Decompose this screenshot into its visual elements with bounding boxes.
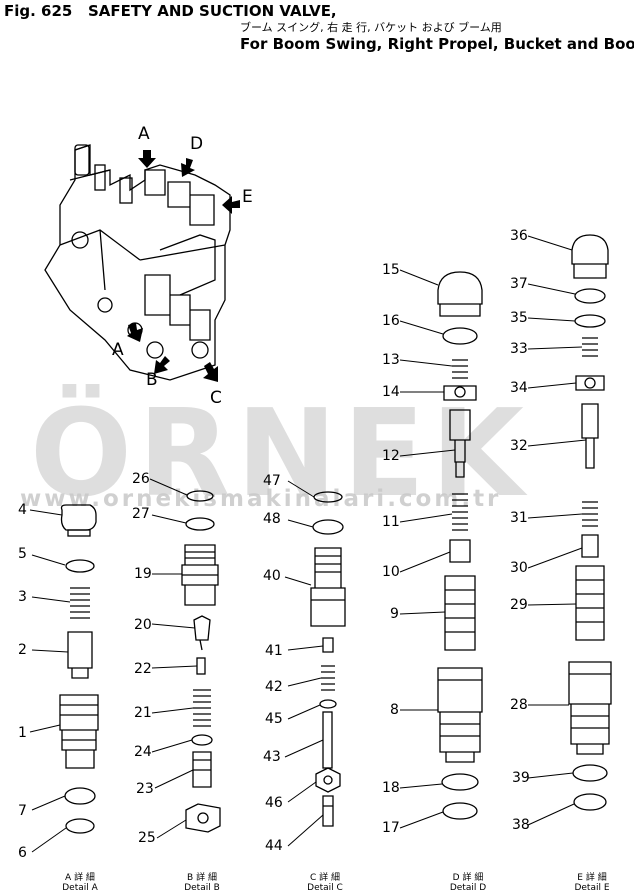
figure-number: Fig. 625 (4, 2, 73, 20)
part-number-5: 5 (18, 546, 27, 562)
english-subtitle: For Boom Swing, Right Propel, Bucket and… (240, 35, 634, 53)
part-number-17: 17 (382, 820, 400, 836)
part-number-12: 12 (382, 448, 400, 464)
part-number-36: 36 (510, 228, 528, 244)
part-number-31: 31 (510, 510, 528, 526)
part-number-16: 16 (382, 313, 400, 329)
part-number-15: 15 (382, 262, 400, 278)
part-number-47: 47 (263, 473, 281, 489)
part-number-30: 30 (510, 560, 528, 576)
watermark-logo: ÖRNEK (30, 385, 530, 524)
part-number-6: 6 (18, 845, 27, 861)
detail-e-caption: E 詳 細 Detail E (562, 873, 622, 893)
detail-b-caption: B 詳 細 Detail B (172, 873, 232, 893)
part-number-29: 29 (510, 597, 528, 613)
part-number-24: 24 (134, 744, 152, 760)
part-number-46: 46 (265, 795, 283, 811)
part-number-14: 14 (382, 384, 400, 400)
part-number-7: 7 (18, 803, 27, 819)
part-number-42: 42 (265, 679, 283, 695)
part-number-9: 9 (390, 606, 399, 622)
part-number-48: 48 (263, 511, 281, 527)
part-number-27: 27 (132, 506, 150, 522)
part-number-45: 45 (265, 711, 283, 727)
assembly-arrows (127, 150, 240, 382)
part-number-32: 32 (510, 438, 528, 454)
part-number-13: 13 (382, 352, 400, 368)
part-number-44: 44 (265, 838, 283, 854)
part-number-19: 19 (134, 566, 152, 582)
part-number-18: 18 (382, 780, 400, 796)
callout-letter-b: B (146, 370, 158, 390)
detail-d-jp: D 詳 細 (452, 873, 484, 883)
callout-letter-c: C (210, 388, 222, 408)
part-number-10: 10 (382, 564, 400, 580)
part-number-2: 2 (18, 642, 27, 658)
detail-b-jp: B 詳 細 (187, 873, 217, 883)
part-number-38: 38 (512, 817, 530, 833)
detail-c-caption: C 詳 細 Detail C (295, 873, 355, 893)
part-number-20: 20 (134, 617, 152, 633)
part-number-39: 39 (512, 770, 530, 786)
part-number-37: 37 (510, 276, 528, 292)
part-number-26: 26 (132, 471, 150, 487)
part-number-34: 34 (510, 380, 528, 396)
detail-a-en: Detail A (62, 883, 98, 893)
leader-lines (29, 235, 587, 853)
part-number-25: 25 (138, 830, 156, 846)
watermark-url: www.ornekismakinalari.com.tr (20, 486, 502, 512)
detail-d-caption: D 詳 細 Detail D (438, 873, 498, 893)
detail-e-en: Detail E (574, 883, 610, 893)
detail-c-en: Detail C (307, 883, 343, 893)
part-number-35: 35 (510, 310, 528, 326)
part-number-4: 4 (18, 502, 27, 518)
callout-letter-a-top: A (138, 124, 150, 144)
callout-letter-e: E (242, 187, 253, 207)
column-e-parts (568, 234, 612, 811)
detail-d-en: Detail D (449, 883, 487, 893)
part-number-8: 8 (390, 702, 399, 718)
part-number-43: 43 (263, 749, 281, 765)
japanese-subtitle: ブーム スイング, 右 走 行, バケット および ブーム用 (240, 21, 502, 34)
part-number-22: 22 (134, 661, 152, 677)
detail-e-jp: E 詳 細 (577, 873, 607, 883)
part-number-33: 33 (510, 341, 528, 357)
figure-title: SAFETY AND SUCTION VALVE, (88, 2, 337, 20)
column-b-parts (181, 490, 221, 833)
part-number-21: 21 (134, 705, 152, 721)
detail-c-jp: C 詳 細 (309, 873, 340, 883)
callout-letter-d: D (190, 134, 204, 154)
part-number-11: 11 (382, 514, 400, 530)
part-number-1: 1 (18, 725, 27, 741)
column-a-parts (59, 504, 99, 834)
valve-assembly-illustration (44, 144, 231, 381)
detail-b-en: Detail B (184, 883, 220, 893)
part-number-3: 3 (18, 589, 27, 605)
part-number-40: 40 (263, 568, 281, 584)
callout-letter-a-low: A (112, 340, 124, 360)
part-number-41: 41 (265, 643, 283, 659)
part-number-28: 28 (510, 697, 528, 713)
column-d-parts (437, 271, 483, 820)
detail-a-jp: A 詳 細 (65, 873, 95, 883)
detail-a-caption: A 詳 細 Detail A (50, 873, 110, 893)
part-number-23: 23 (136, 781, 154, 797)
column-c-parts (310, 491, 346, 827)
